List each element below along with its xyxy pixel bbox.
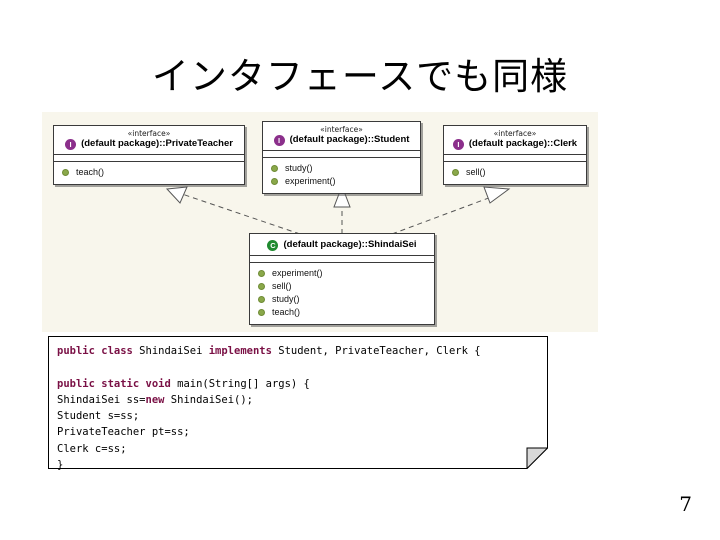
uml-class-box-clerk[interactable]: «interface» I (default package)::Clerk s…: [443, 125, 587, 185]
uml-operations-compartment: teach(): [54, 162, 244, 184]
uml-operations-compartment: sell(): [444, 162, 586, 184]
uml-operation-label: experiment(): [272, 268, 323, 278]
code-snippet-box: public class ShindaiSei implements Stude…: [48, 336, 548, 471]
code-text-segment: Clerk c=ss;: [57, 442, 127, 455]
method-bullet-icon: [258, 270, 265, 277]
uml-box-header: «interface» I (default package)::Student: [263, 122, 420, 151]
uml-operation-row: study(): [271, 162, 414, 175]
uml-operation-row: sell(): [258, 280, 428, 293]
interface-icon: I: [452, 138, 464, 150]
uml-box-title: C (default package)::ShindaiSei: [256, 239, 428, 251]
code-line: [57, 359, 538, 375]
code-text-segment: main(String[] args) {: [170, 377, 310, 390]
method-bullet-icon: [271, 165, 278, 172]
code-text-segment: }: [57, 459, 64, 472]
uml-box-title: I (default package)::Clerk: [450, 138, 580, 150]
code-text: public class ShindaiSei implements Stude…: [57, 343, 538, 473]
uml-box-name: (default package)::Clerk: [468, 138, 578, 149]
uml-operation-label: sell(): [466, 167, 486, 177]
method-bullet-icon: [258, 296, 265, 303]
uml-class-box-private-teacher[interactable]: «interface» I (default package)::Private…: [53, 125, 245, 185]
code-text-segment: ShindaiSei: [132, 345, 209, 357]
code-text-segment: Student, PrivateTeacher, Clerk {: [271, 345, 481, 357]
code-box-frame: [48, 336, 548, 469]
uml-diagram-panel: «interface» I (default package)::Private…: [42, 112, 598, 332]
uml-box-header: «interface» I (default package)::Private…: [54, 126, 244, 155]
code-keyword: implements: [208, 345, 272, 357]
uml-box-name: (default package)::ShindaiSei: [283, 239, 417, 250]
uml-attributes-compartment: [250, 256, 434, 263]
uml-operations-compartment: study() experiment(): [263, 158, 420, 193]
uml-box-header: C (default package)::ShindaiSei: [250, 234, 434, 256]
code-text-segment: Student s=ss;: [57, 410, 140, 423]
uml-operation-label: teach(): [272, 307, 301, 317]
code-line: }: [57, 457, 538, 473]
page-number: 7: [679, 492, 692, 516]
code-keyword: new: [145, 393, 165, 406]
uml-attributes-compartment: [444, 155, 586, 162]
uml-operation-row: sell(): [452, 166, 580, 179]
uml-operation-row: study(): [258, 293, 428, 306]
page-title: インタフェースでも同様: [151, 55, 569, 98]
interface-icon: I: [65, 138, 77, 150]
code-line: ShindaiSei ss=new ShindaiSei();: [57, 392, 538, 408]
uml-operation-label: study(): [285, 163, 313, 173]
interface-icon: I: [273, 134, 285, 146]
uml-class-box-student[interactable]: «interface» I (default package)::Student…: [262, 121, 421, 194]
code-text-segment: ShindaiSei ss=: [57, 393, 146, 406]
method-bullet-icon: [258, 283, 265, 290]
method-bullet-icon: [62, 169, 69, 176]
uml-box-title: I (default package)::PrivateTeacher: [60, 138, 238, 150]
uml-operation-label: teach(): [76, 167, 105, 177]
uml-operation-row: experiment(): [258, 267, 428, 280]
code-line: Clerk c=ss;: [57, 441, 538, 457]
method-bullet-icon: [271, 178, 278, 185]
method-bullet-icon: [258, 309, 265, 316]
uml-stereotype: «interface»: [320, 125, 363, 134]
code-line: PrivateTeacher pt=ss;: [57, 424, 538, 440]
uml-operation-label: study(): [272, 294, 300, 304]
uml-operations-compartment: experiment() sell() study() teach(): [250, 263, 434, 324]
class-icon: C: [267, 239, 279, 251]
uml-operation-label: experiment(): [285, 176, 336, 186]
method-bullet-icon: [452, 169, 459, 176]
uml-box-name: (default package)::Student: [289, 134, 410, 145]
code-text-segment: ShindaiSei();: [164, 393, 253, 406]
uml-class-box-shindaisei[interactable]: C (default package)::ShindaiSei experime…: [249, 233, 435, 325]
uml-box-header: «interface» I (default package)::Clerk: [444, 126, 586, 155]
uml-operation-row: teach(): [62, 166, 238, 179]
uml-attributes-compartment: [54, 155, 244, 162]
uml-attributes-compartment: [263, 151, 420, 158]
code-line: public class ShindaiSei implements Stude…: [57, 343, 538, 359]
uml-operation-row: experiment(): [271, 175, 414, 188]
code-keyword: public class: [57, 345, 133, 357]
uml-box-name: (default package)::PrivateTeacher: [81, 138, 233, 149]
uml-stereotype: «interface»: [493, 129, 537, 138]
code-line: public static void main(String[] args) {: [57, 376, 538, 392]
code-keyword: public static void: [57, 377, 171, 390]
code-text-segment: PrivateTeacher pt=ss;: [57, 426, 190, 439]
uml-operation-label: sell(): [272, 281, 292, 291]
uml-operation-row: teach(): [258, 306, 428, 319]
code-line: Student s=ss;: [57, 408, 538, 424]
uml-stereotype: «interface»: [127, 129, 171, 138]
uml-box-title: I (default package)::Student: [269, 134, 414, 146]
